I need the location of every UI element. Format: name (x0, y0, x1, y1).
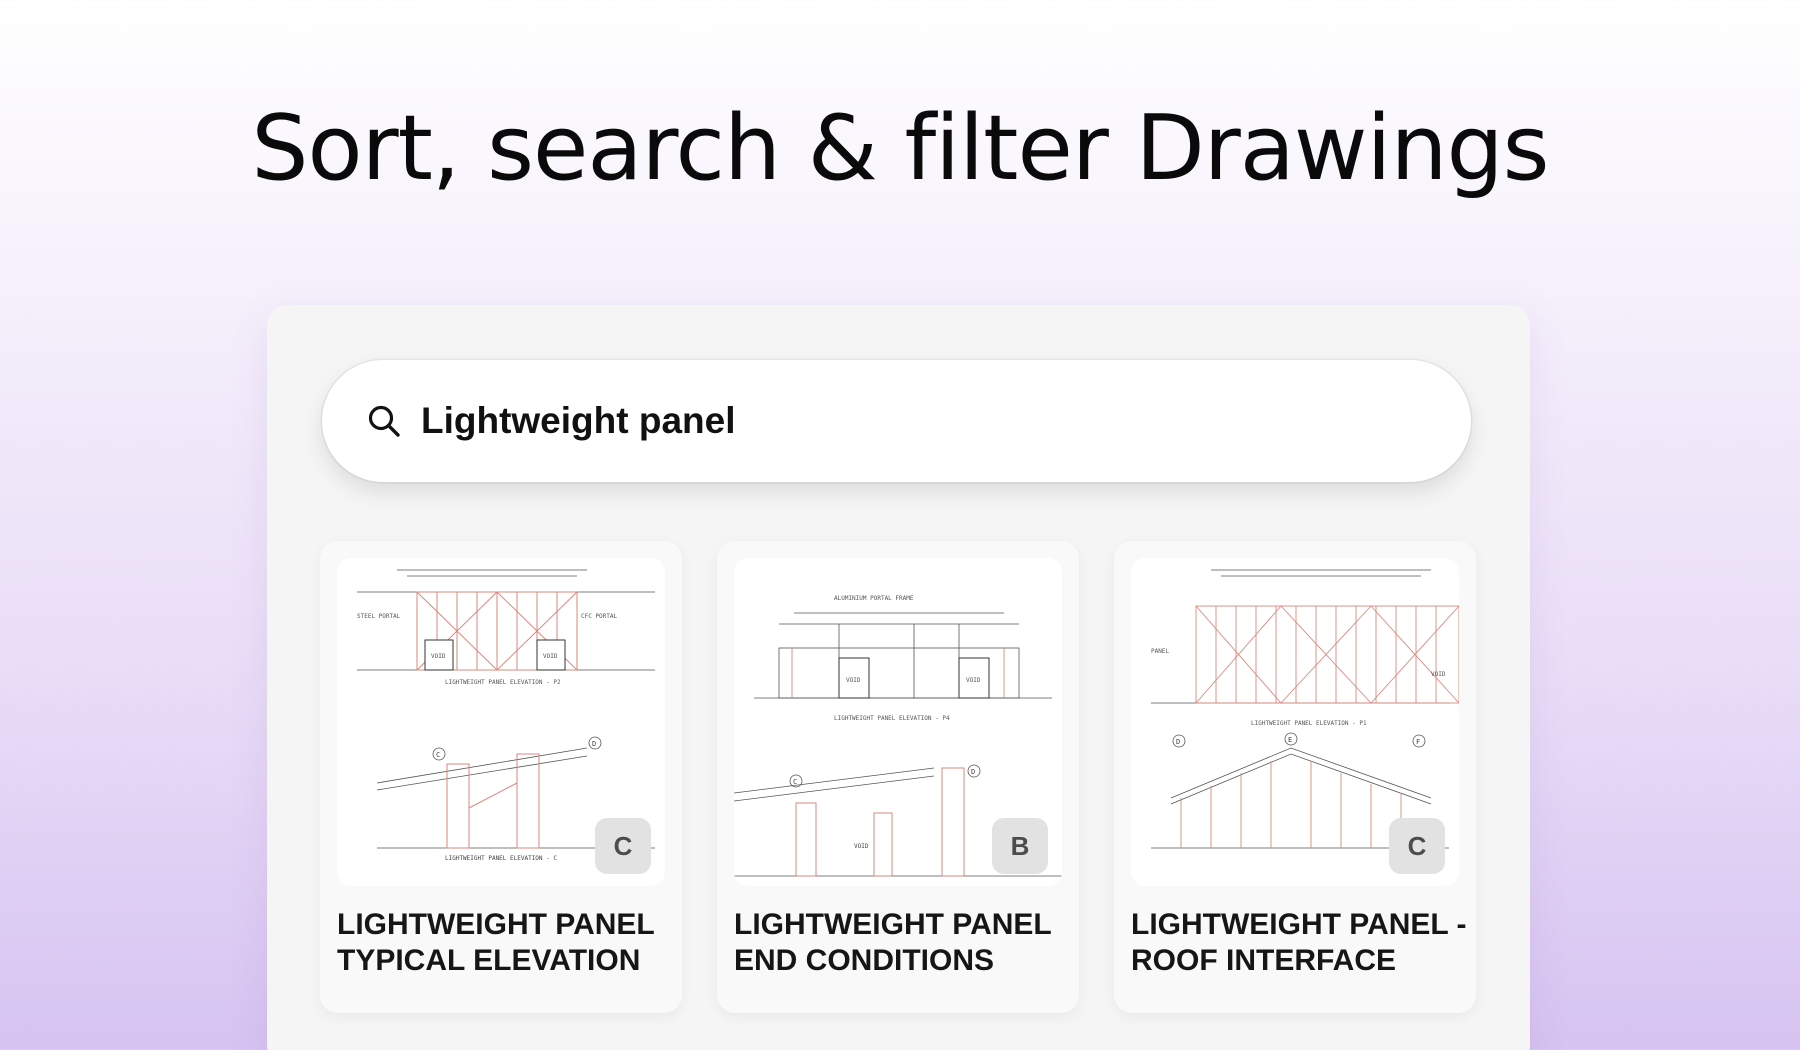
page-title: Sort, search & filter Drawings (251, 96, 1549, 201)
drawing-thumbnail[interactable]: VOID VOID LIGHTWEIGHT PANEL ELEVATION - P… (734, 558, 1062, 886)
svg-text:VOID: VOID (543, 653, 558, 660)
search-input[interactable] (421, 391, 1321, 451)
svg-text:F: F (1416, 738, 1420, 746)
drawing-sheet-preview: VOID LIGHTWEIGHT PANEL ELEVATION - P1 PA… (1151, 569, 1459, 849)
svg-text:D: D (1176, 738, 1180, 746)
svg-text:ALUMINIUM PORTAL FRAME: ALUMINIUM PORTAL FRAME (834, 595, 914, 602)
svg-text:C: C (436, 751, 440, 759)
drawing-title[interactable]: LIGHTWEIGHT PANEL TYPICAL ELEVATION (337, 908, 655, 977)
svg-text:LIGHTWEIGHT PANEL ELEVATION -: LIGHTWEIGHT PANEL ELEVATION - C (445, 855, 557, 862)
drawing-card[interactable]: VOID VOID LIGHTWEIGHT PANEL ELEVATION - P… (717, 541, 1079, 1013)
svg-text:VOID: VOID (966, 677, 981, 684)
drawing-thumbnail[interactable]: VOID LIGHTWEIGHT PANEL ELEVATION - P1 PA… (1131, 558, 1459, 886)
search-bar[interactable] (322, 360, 1471, 482)
drawing-title[interactable]: LIGHTWEIGHT PANEL END CONDITIONS (734, 908, 1052, 977)
drawing-sheet-preview: VOID VOID LIGHTWEIGHT PANEL ELEVATION - P… (734, 595, 1062, 877)
search-icon (367, 404, 401, 438)
svg-text:VOID: VOID (1431, 671, 1446, 678)
drawing-card[interactable]: VOID LIGHTWEIGHT PANEL ELEVATION - P1 PA… (1114, 541, 1476, 1013)
revision-badge: C (1389, 818, 1445, 874)
drawing-title[interactable]: LIGHTWEIGHT PANEL - ROOF INTERFACE (1131, 908, 1467, 977)
svg-text:E: E (1288, 736, 1292, 744)
svg-text:VOID: VOID (846, 677, 861, 684)
drawing-sheet-preview: VOID VOID LIGHTWEIGHT PANEL ELEVATION - P… (357, 569, 655, 862)
svg-text:C: C (793, 778, 797, 786)
svg-text:LIGHTWEIGHT PANEL ELEVATION -: LIGHTWEIGHT PANEL ELEVATION - P1 (1251, 720, 1367, 727)
svg-text:LIGHTWEIGHT PANEL ELEVATION -: LIGHTWEIGHT PANEL ELEVATION - P2 (445, 679, 561, 686)
svg-text:D: D (971, 768, 975, 776)
svg-text:STEEL PORTAL: STEEL PORTAL (357, 613, 401, 620)
svg-text:PANEL: PANEL (1151, 648, 1169, 655)
drawing-card[interactable]: VOID VOID LIGHTWEIGHT PANEL ELEVATION - P… (320, 541, 682, 1013)
svg-text:D: D (592, 740, 596, 748)
revision-badge: C (595, 818, 651, 874)
drawing-thumbnail[interactable]: VOID VOID LIGHTWEIGHT PANEL ELEVATION - P… (337, 558, 665, 886)
svg-text:LIGHTWEIGHT PANEL ELEVATION -: LIGHTWEIGHT PANEL ELEVATION - P4 (834, 715, 950, 722)
svg-text:CFC PORTAL: CFC PORTAL (581, 613, 618, 620)
svg-text:VOID: VOID (854, 843, 869, 850)
svg-text:VOID: VOID (431, 653, 446, 660)
revision-badge: B (992, 818, 1048, 874)
